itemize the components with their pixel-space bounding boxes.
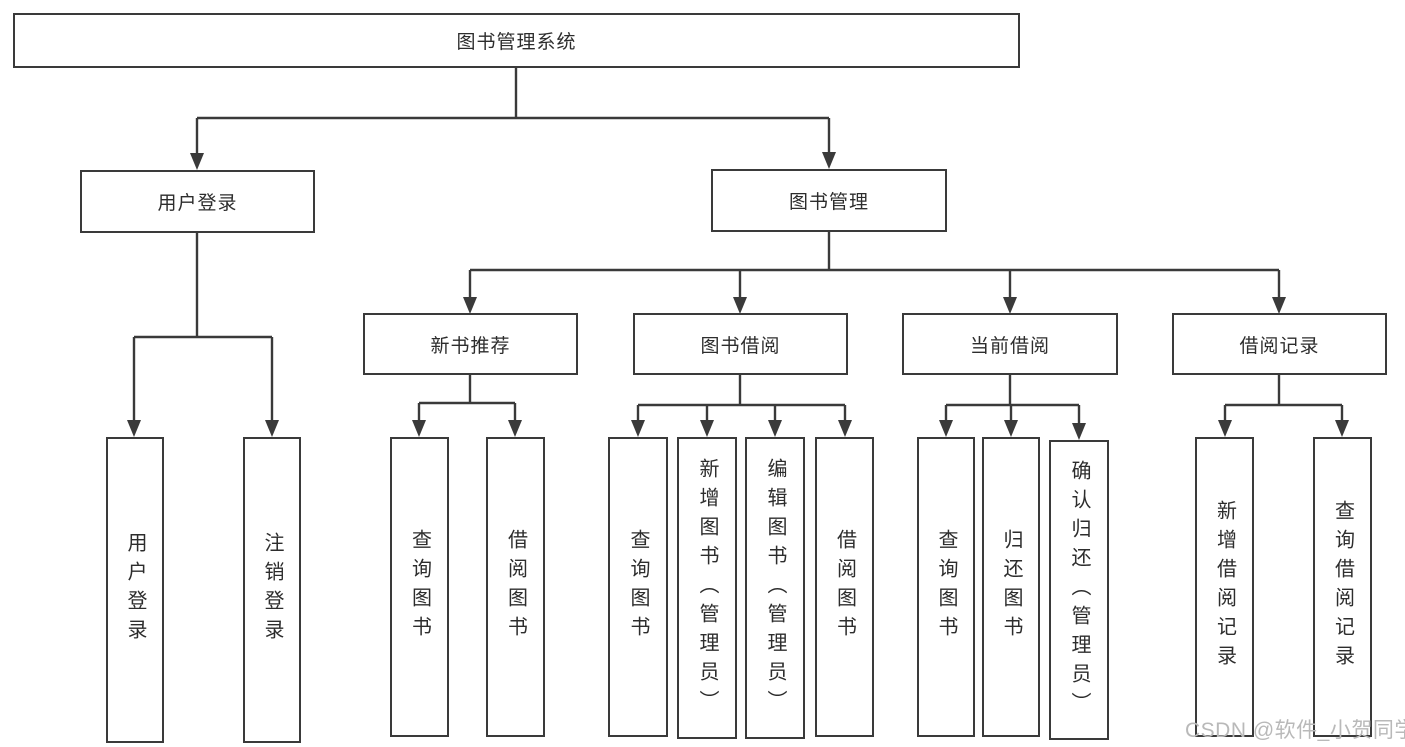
leaf-query-book-recommend: 查询图书 [390, 437, 449, 737]
leaf-add-borrow-record: 新增借阅记录 [1195, 437, 1254, 737]
node-label: 借阅图书 [833, 529, 856, 645]
node-new-book-recommend: 新书推荐 [363, 313, 578, 375]
node-label: 图书管理系统 [456, 32, 577, 53]
node-label: 借阅记录 [1239, 335, 1320, 357]
node-label: 查询图书 [408, 529, 431, 645]
leaf-user-login: 用户登录 [106, 437, 164, 743]
node-label: 查询图书 [935, 529, 957, 645]
node-label: 借阅图书 [504, 529, 527, 645]
leaf-query-book-current: 查询图书 [917, 437, 975, 737]
leaf-logout: 注销登录 [243, 437, 301, 743]
node-label: 用户登录 [124, 532, 146, 648]
node-label: 图书借阅 [700, 335, 781, 357]
leaf-borrow-book: 借阅图书 [815, 437, 874, 737]
node-label: 查询借阅记录 [1331, 500, 1354, 674]
node-root-system: 图书管理系统 [13, 13, 1020, 68]
node-label: 新增借阅记录 [1213, 500, 1236, 674]
node-label: 图书管理 [788, 192, 869, 213]
leaf-confirm-return-admin: 确认归还（管理员） [1049, 440, 1109, 740]
node-label: 归还图书 [1000, 529, 1022, 645]
node-label: 编辑图书（管理员） [764, 457, 786, 719]
node-label: 当前借阅 [969, 335, 1050, 357]
csdn-watermark: CSDN @软件_小贺同学 [1185, 719, 1405, 742]
leaf-query-book-borrow: 查询图书 [608, 437, 668, 737]
leaf-edit-book-admin: 编辑图书（管理员） [745, 437, 805, 739]
node-label: 确认归还（管理员） [1068, 459, 1090, 721]
node-label: 新增图书（管理员） [696, 457, 718, 719]
node-current-borrow: 当前借阅 [902, 313, 1118, 375]
node-book-management: 图书管理 [711, 169, 947, 232]
leaf-return-book: 归还图书 [982, 437, 1040, 737]
leaf-add-book-admin: 新增图书（管理员） [677, 437, 737, 739]
node-label: 注销登录 [261, 532, 283, 648]
node-label: 用户登录 [157, 193, 238, 214]
leaf-borrow-book-recommend: 借阅图书 [486, 437, 545, 737]
leaf-query-borrow-record: 查询借阅记录 [1313, 437, 1372, 737]
node-book-borrow: 图书借阅 [633, 313, 848, 375]
node-label: 查询图书 [627, 529, 649, 645]
node-label: 新书推荐 [430, 335, 511, 357]
node-borrow-records: 借阅记录 [1172, 313, 1387, 375]
node-user-login: 用户登录 [80, 170, 315, 233]
